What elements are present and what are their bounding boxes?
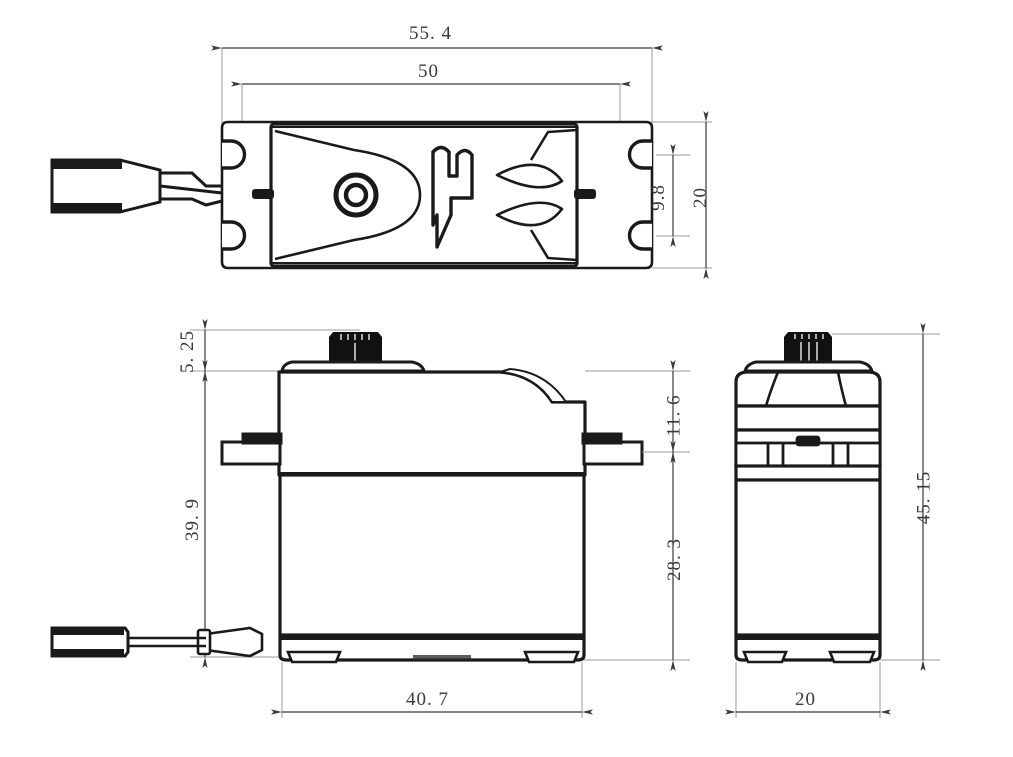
- servo-lead-wires: [159, 171, 223, 207]
- front-view-bottom-label: [413, 655, 471, 660]
- top-view-case-lugs: [252, 189, 596, 199]
- dimension-label-body-width: 40. 7: [406, 689, 449, 710]
- mounting-notch-right-top: [627, 139, 652, 170]
- front-view-top-cap: [280, 360, 426, 373]
- dimension-label-side-body-width: 20: [795, 689, 816, 710]
- dimension-label-overall-width: 55. 4: [409, 23, 452, 44]
- side-view-top-cap: [743, 360, 874, 373]
- side-view-gearbox: [734, 370, 882, 432]
- splined-output-shaft-side: [784, 332, 832, 366]
- top-view-seam-lines: [271, 126, 577, 264]
- front-view-bottom-cover: [278, 634, 586, 662]
- dimension-label-side-total-height: 45. 15: [913, 470, 935, 525]
- dimension-label-body-depth: 20: [690, 187, 711, 208]
- output-shaft-circles: [333, 172, 379, 218]
- case-bottom-feet-side: [742, 650, 876, 664]
- dimension-label-upper-height: 11. 6: [663, 394, 685, 437]
- side-view-main-body: [734, 464, 882, 637]
- dimension-label-total-height: 39. 9: [182, 498, 203, 541]
- top-view: [50, 45, 712, 279]
- dimension-label-lower-height: 28. 3: [664, 538, 685, 581]
- servo-brand-logo: [431, 145, 474, 249]
- dimension-label-shaft-height: 5. 25: [177, 330, 198, 373]
- front-view-lower-case: [278, 473, 586, 637]
- mounting-flange-right: [581, 432, 644, 466]
- mounting-notch-left-top: [222, 139, 247, 170]
- dimension-label-hole-span: 50: [418, 61, 439, 82]
- front-view-bottom-extension-lines: [281, 662, 583, 718]
- front-view-shoulder-highlight: [499, 367, 568, 403]
- front-view: [50, 319, 690, 718]
- top-view-motor-end-contour: [495, 128, 578, 262]
- mounting-flange-left: [220, 432, 283, 466]
- servo-connector-plug-top: [50, 158, 162, 214]
- mounting-notch-right-bottom: [627, 220, 652, 251]
- side-view-gearbox-ribs: [764, 371, 848, 407]
- case-bottom-feet-front: [286, 650, 580, 664]
- mounting-notch-left-bottom: [222, 220, 247, 251]
- side-view: [725, 323, 940, 718]
- servo-lead-front: [50, 626, 264, 658]
- dimension-label-hole-pitch: 9.8: [647, 184, 669, 211]
